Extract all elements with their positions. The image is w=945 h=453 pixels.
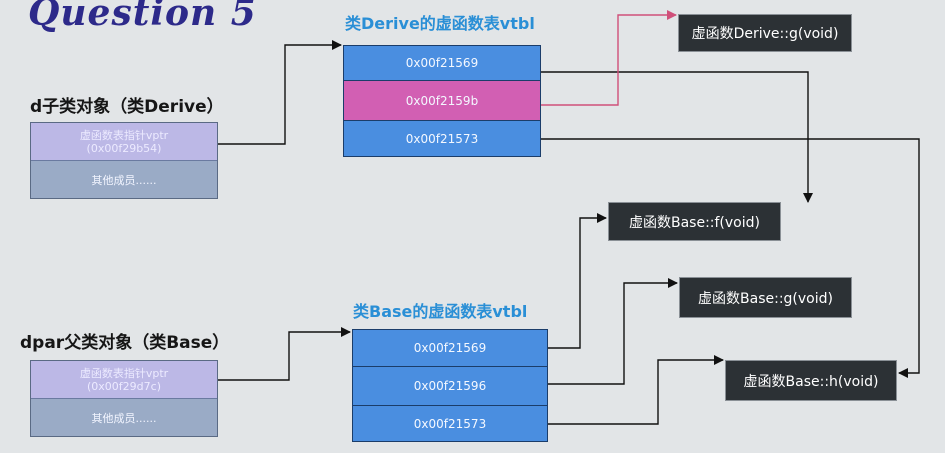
derive-vptr-label: 虚函数表指针vptr xyxy=(79,128,169,142)
base-vtbl-entry: 0x00f21569 xyxy=(353,330,547,367)
base-vtbl-entry: 0x00f21573 xyxy=(353,406,547,441)
arrow-base-entry1-to-base-g xyxy=(548,278,678,385)
base-vptr-cell: 虚函数表指针vptr (0x00f29d7c) xyxy=(31,361,217,399)
derive-vtbl-label: 类Derive的虚函数表vtbl xyxy=(345,14,535,33)
base-vptr-address: (0x00f29d7c) xyxy=(87,379,161,393)
derive-members-cell: 其他成员...... xyxy=(31,161,217,198)
function-base-h: 虚函数Base::h(void) xyxy=(725,360,897,401)
derive-vptr-address: (0x00f29b54) xyxy=(86,141,162,155)
arrow-derive-vptr-to-vtbl xyxy=(218,40,342,145)
base-object: 虚函数表指针vptr (0x00f29d7c) 其他成员...... xyxy=(30,360,218,437)
arrow-base-entry2-to-base-h xyxy=(548,355,724,425)
function-derive-g: 虚函数Derive::g(void) xyxy=(678,14,852,52)
derive-vtbl-entry-override: 0x00f2159b xyxy=(344,81,540,121)
derive-object: 虚函数表指针vptr (0x00f29b54) 其他成员...... xyxy=(30,122,218,199)
derive-vptr-cell: 虚函数表指针vptr (0x00f29b54) xyxy=(31,123,217,161)
derive-vtbl-entry: 0x00f21569 xyxy=(344,46,540,81)
arrow-derive-entry0-to-base-f xyxy=(541,71,813,203)
base-vtbl-entry: 0x00f21596 xyxy=(353,367,547,406)
derive-object-label: d子类对象（类Derive） xyxy=(30,97,224,117)
derive-vtbl-entry: 0x00f21573 xyxy=(344,121,540,156)
arrow-base-entry0-to-base-f xyxy=(548,213,607,349)
base-vtbl: 0x00f21569 0x00f21596 0x00f21573 xyxy=(352,329,548,442)
base-members-cell: 其他成员...... xyxy=(31,399,217,436)
base-object-label: dpar父类对象（类Base） xyxy=(20,333,230,353)
arrow-derive-override-to-derive-g xyxy=(541,10,677,106)
function-base-f: 虚函数Base::f(void) xyxy=(608,202,781,241)
arrow-derive-entry2-to-base-h xyxy=(541,138,920,378)
diagram-title: Question 5 xyxy=(28,0,257,34)
base-vtbl-label: 类Base的虚函数表vtbl xyxy=(353,302,528,321)
arrow-base-vptr-to-vtbl xyxy=(218,327,351,381)
base-vptr-label: 虚函数表指针vptr xyxy=(79,366,169,380)
derive-vtbl: 0x00f21569 0x00f2159b 0x00f21573 xyxy=(343,45,541,157)
function-base-g: 虚函数Base::g(void) xyxy=(679,277,852,318)
